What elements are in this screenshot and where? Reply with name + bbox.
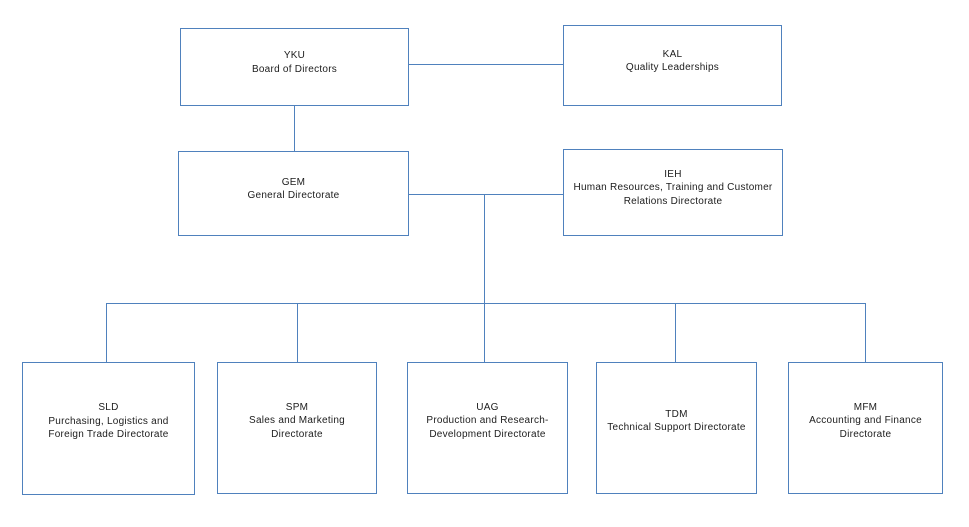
org-node-uag: UAG Production and Research-Development … [407,362,568,494]
org-node-yku-label: Board of Directors [251,63,338,75]
connector-drop-tdm [675,303,677,362]
org-node-ieh: IEH Human Resources, Training and Custom… [563,149,783,236]
org-node-ieh-code: IEH [664,168,682,180]
connector-gem-ieh [409,193,563,195]
org-node-spm-code: SPM [285,401,309,413]
org-node-kal: KAL Quality Leaderships [563,25,782,106]
connector-distribution [105,302,866,304]
org-node-sld-label: Purchasing, Logistics and Foreign Trade … [48,415,169,441]
org-node-tdm: TDM Technical Support Directorate [596,362,757,494]
org-node-sld: SLD Purchasing, Logistics and Foreign Tr… [22,362,195,495]
org-node-yku: YKU Board of Directors [180,28,409,106]
org-node-gem-label: General Directorate [247,190,340,201]
connector-drop-sld [105,303,107,362]
org-node-uag-code: UAG [476,401,499,413]
org-node-mfm-label: Accounting and Finance Directorate [809,415,922,440]
org-node-sld-code: SLD [98,402,119,414]
org-node-spm-label: Sales and Marketing Directorate [249,415,345,440]
org-node-kal-label: Quality Leaderships [625,62,720,73]
org-node-mfm-code: MFM [853,401,878,413]
connector-trunk [483,194,485,362]
org-node-tdm-label: Technical Support Directorate [607,422,746,433]
connector-drop-mfm [864,303,866,362]
connector-yku-kal [409,63,563,65]
connector-drop-spm [297,303,299,362]
org-node-tdm-code: TDM [665,408,688,420]
org-node-spm: SPM Sales and Marketing Directorate [217,362,377,494]
org-node-gem: GEM General Directorate [178,151,409,236]
org-node-yku-code: YKU [283,50,306,61]
org-node-mfm: MFM Accounting and Finance Directorate [788,362,943,494]
org-node-ieh-label: Human Resources, Training and Customer R… [573,182,773,207]
org-node-uag-label: Production and Research-Development Dire… [426,415,549,440]
connector-yku-gem [294,106,296,151]
org-node-kal-code: KAL [662,48,683,60]
org-node-gem-code: GEM [281,176,306,188]
